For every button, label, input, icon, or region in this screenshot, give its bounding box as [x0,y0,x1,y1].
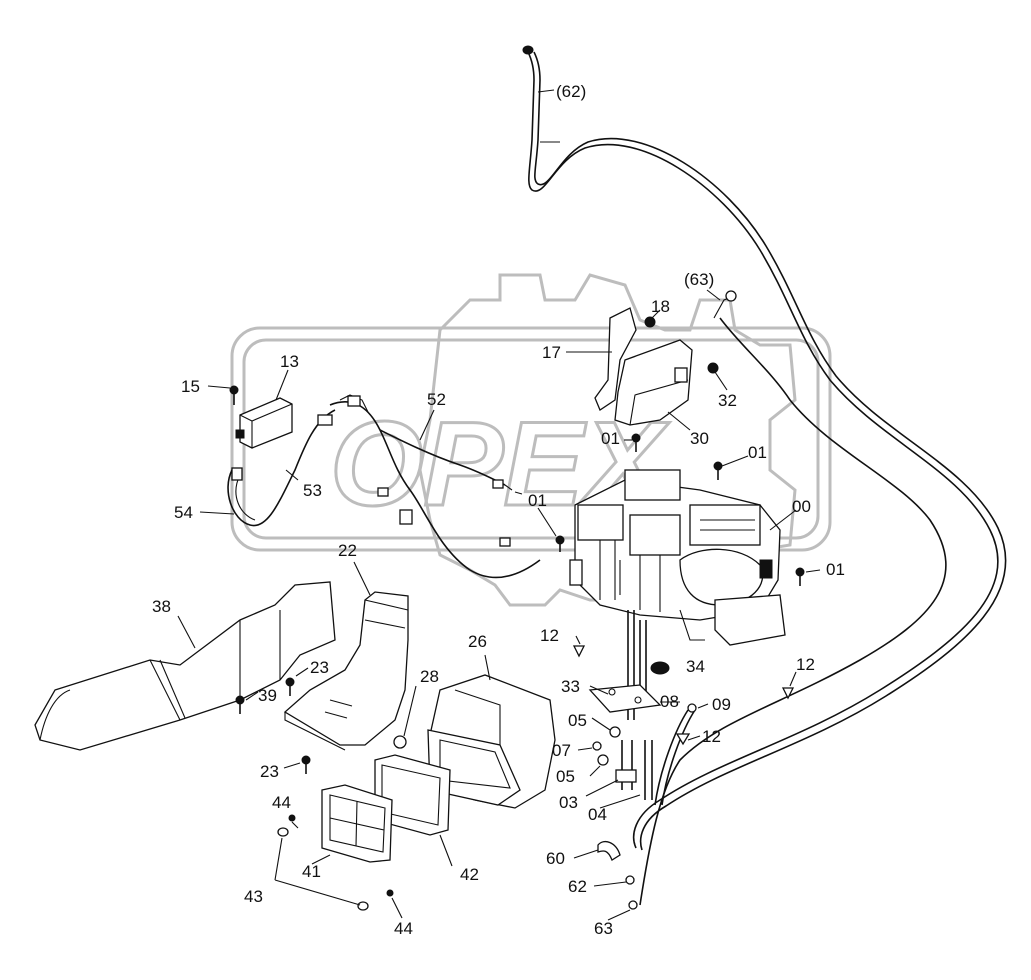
label-23-b: 23 [260,762,279,781]
label-63-upper: (63) [684,270,714,289]
elbow-60-icon [597,841,621,861]
label-17: 17 [542,343,561,362]
bolt-01-icon [713,461,723,471]
connector-icon [317,414,333,426]
duct-38 [34,581,336,751]
label-00: 00 [792,497,811,516]
label-08: 08 [660,692,679,711]
label-28: 28 [420,667,439,686]
label-62-lower: 62 [568,877,587,896]
bolt-23-icon [285,677,295,687]
label-43: 43 [244,887,263,906]
filter-41 [321,784,393,863]
bolt-23-icon [301,755,311,765]
label-38: 38 [152,597,171,616]
label-41: 41 [302,862,321,881]
label-12-b: 12 [796,655,815,674]
label-33: 33 [561,677,580,696]
label-18: 18 [651,297,670,316]
label-44-b: 44 [394,919,413,938]
label-54: 54 [174,503,193,522]
label-05-a: 05 [568,711,587,730]
bolt-39-icon [235,695,245,705]
label-09: 09 [712,695,731,714]
hvac-unit-00 [569,469,786,646]
connector-icon [347,395,361,407]
label-15: 15 [181,377,200,396]
label-39: 39 [258,686,277,705]
clip-12-icon [675,733,691,746]
label-05-b: 05 [556,767,575,786]
hose-62-fitting-icon [522,45,534,55]
label-23-a: 23 [310,658,329,677]
connector-icon [231,467,243,481]
knob-43-icon [277,827,289,837]
nut-18-icon [644,316,656,328]
connector-icon [499,537,511,547]
cap-28-icon [393,735,407,749]
fitting-09-icon [687,703,697,713]
duct-22 [283,591,409,751]
bolt-01-icon [631,433,641,443]
label-01-a: 01 [601,429,620,448]
label-01-c: 01 [528,491,547,510]
fasteners [229,316,805,911]
label-04: 04 [588,805,607,824]
clamp-07-icon [592,741,602,751]
fitting-62-icon [625,875,635,885]
label-13: 13 [280,352,299,371]
watermark-gear [418,273,797,607]
clamp-05-icon [597,754,609,766]
label-44-a: 44 [272,793,291,812]
label-22: 22 [338,541,357,560]
label-42: 42 [460,865,479,884]
label-62-upper: (62) [556,82,586,101]
wire-harness [227,394,541,579]
label-01-d: 01 [826,560,845,579]
clip-12-icon [572,645,586,658]
clamp-05-icon [609,726,621,738]
label-12-c: 12 [702,727,721,746]
hose-62-upper [522,45,1007,851]
bolt-15-icon [229,385,239,395]
label-60: 60 [546,849,565,868]
label-30: 30 [690,429,709,448]
label-32: 32 [718,391,737,410]
hose-63-upper [639,290,947,906]
label-53: 53 [303,481,322,500]
label-03: 03 [559,793,578,812]
bolt-01-icon [795,567,805,577]
knob-43-icon [357,901,369,911]
connector-icon [399,509,413,525]
fitting-63-icon [628,900,638,910]
label-01-b: 01 [748,443,767,462]
bracket-17-30 [594,307,693,426]
connector-icon [377,487,389,497]
label-12-a: 12 [540,626,559,645]
drain-pipes [588,610,696,806]
label-63-lower: 63 [594,919,613,938]
bolt-01-icon [555,535,565,545]
relay-box-13 [235,397,293,449]
clip-12-icon [781,687,795,700]
connector-icon [492,479,504,489]
label-52: 52 [427,390,446,409]
screw-44-icon [386,889,394,897]
bolt-32-icon [707,362,719,374]
screw-44-icon [288,814,296,822]
label-34: 34 [686,657,705,676]
hose-63-fitting-icon [725,290,737,302]
label-07: 07 [552,741,571,760]
label-26: 26 [468,632,487,651]
filter-housing-26 [427,674,556,809]
leader-lines [177,89,821,921]
part-labels: (62) (63) 18 17 32 30 13 15 52 01 01 53 … [152,82,845,938]
